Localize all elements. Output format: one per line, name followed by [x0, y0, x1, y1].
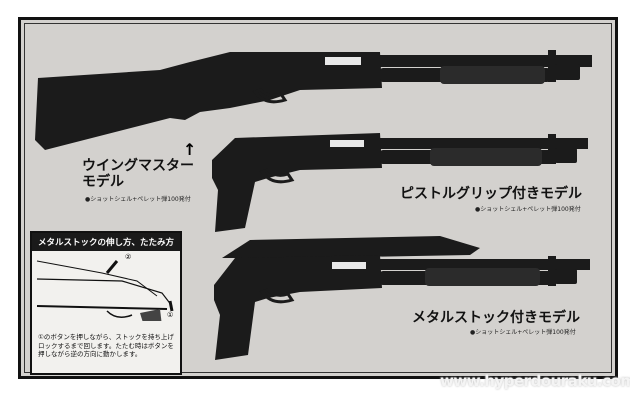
- pistol-grip-note: ●ショットシェル+ペレット弾100発付: [475, 206, 581, 213]
- marker-1: ①: [167, 311, 174, 319]
- watermark: www.hyperdouraku.com: [440, 372, 630, 390]
- metal-stock-shotgun-image: [214, 236, 590, 360]
- metal-stock-note: ●ショットシェル+ペレット弾100発付: [470, 329, 576, 336]
- instructions-title: メタルストックの伸し方、たたみ方: [32, 233, 180, 251]
- pointer-arrow: ↑: [183, 140, 197, 159]
- folding-instructions-box: メタルストックの伸し方、たたみ方 ② ① ①のボタンを押しながら、ストックを持ち…: [30, 231, 182, 375]
- marker-2: ②: [125, 253, 132, 261]
- wingmaster-shotgun-image: [35, 50, 592, 150]
- instructions-text: ①のボタンを押しながら、ストックを持ち上げロックするまで回します。たたむ時はボタ…: [38, 333, 174, 358]
- stock-diagram: [36, 260, 174, 321]
- wingmaster-model-label: ウイングマスター モデル: [82, 158, 194, 190]
- pistol-grip-model-label: ピストルグリップ付きモデル: [400, 186, 582, 202]
- metal-stock-model-label: メタルストック付きモデル: [412, 310, 580, 326]
- wingmaster-note: ●ショットシェル+ペレット弾100発付: [85, 196, 191, 203]
- pistol-grip-shotgun-image: [212, 133, 588, 232]
